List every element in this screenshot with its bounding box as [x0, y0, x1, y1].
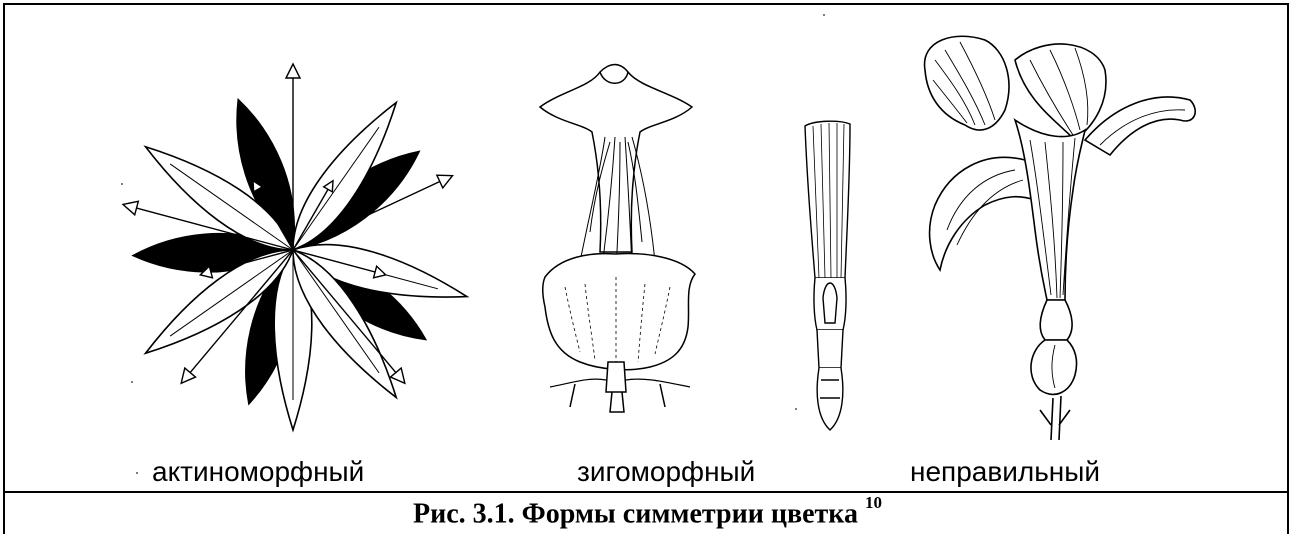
- scan-speck: [131, 381, 133, 383]
- irregular-flower-illustration: [905, 30, 1205, 450]
- zygomorphic-flower-illustration: [520, 62, 720, 422]
- label-zygomorphic: зигоморфный: [577, 456, 755, 488]
- tubular-floret-illustration: [795, 118, 865, 438]
- scan-speck: [136, 472, 138, 474]
- footnote-marker: 10: [865, 493, 882, 512]
- caption-text: Рис. 3.1. Формы симметрии цветка: [413, 498, 858, 529]
- scan-speck: [121, 183, 123, 185]
- figure-caption: Рис. 3.1. Формы симметрии цветка 10: [0, 497, 1295, 530]
- label-irregular: неправильный: [910, 456, 1100, 488]
- scan-speck: [823, 14, 825, 16]
- label-actinomorphic: актиноморфный: [152, 456, 364, 488]
- scan-speck: [795, 408, 797, 410]
- actinomorphic-flower-illustration: [105, 60, 485, 445]
